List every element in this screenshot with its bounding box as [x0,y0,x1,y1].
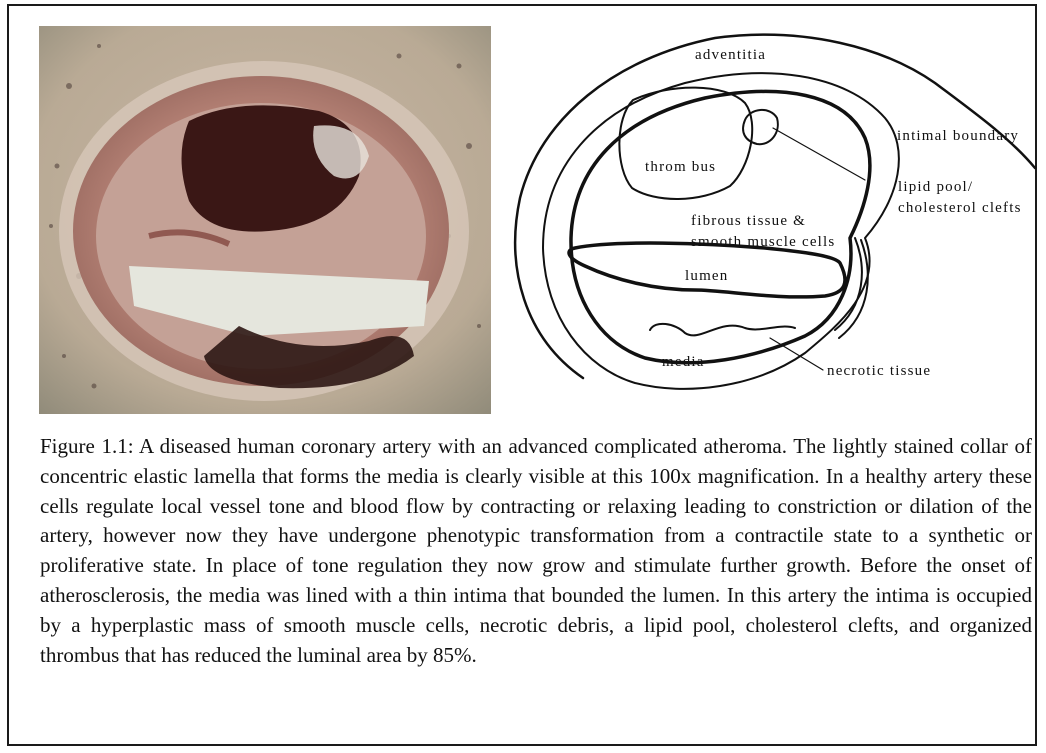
media-outer-outline [543,73,899,389]
label-media: media [662,354,705,370]
label-intimal-boundary: intimal boundary [897,128,1019,144]
label-lumen: lumen [685,268,729,284]
lipid-pool-outline [743,110,778,144]
label-lipid-pool-1: lipid pool/ [898,179,973,195]
histology-micrograph [39,26,491,414]
label-necrotic: necrotic tissue [827,363,931,379]
lipid-pointer-line [773,128,865,180]
label-fibrous-1: fibrous tissue & [691,213,806,229]
necrotic-outline [650,324,795,336]
artery-schematic-diagram: adventitia intimal boundary throm bus li… [505,28,1045,408]
figure-caption: Figure 1.1: A diseased human coronary ar… [40,432,1032,670]
label-adventitia: adventitia [695,47,766,63]
label-thrombus: throm bus [645,159,716,175]
label-lipid-pool-2: cholesterol clefts [898,200,1022,216]
necrotic-pointer-line [770,338,823,370]
figure-frame: adventitia intimal boundary throm bus li… [7,4,1037,746]
label-fibrous-2: smooth muscle cells [691,234,835,250]
